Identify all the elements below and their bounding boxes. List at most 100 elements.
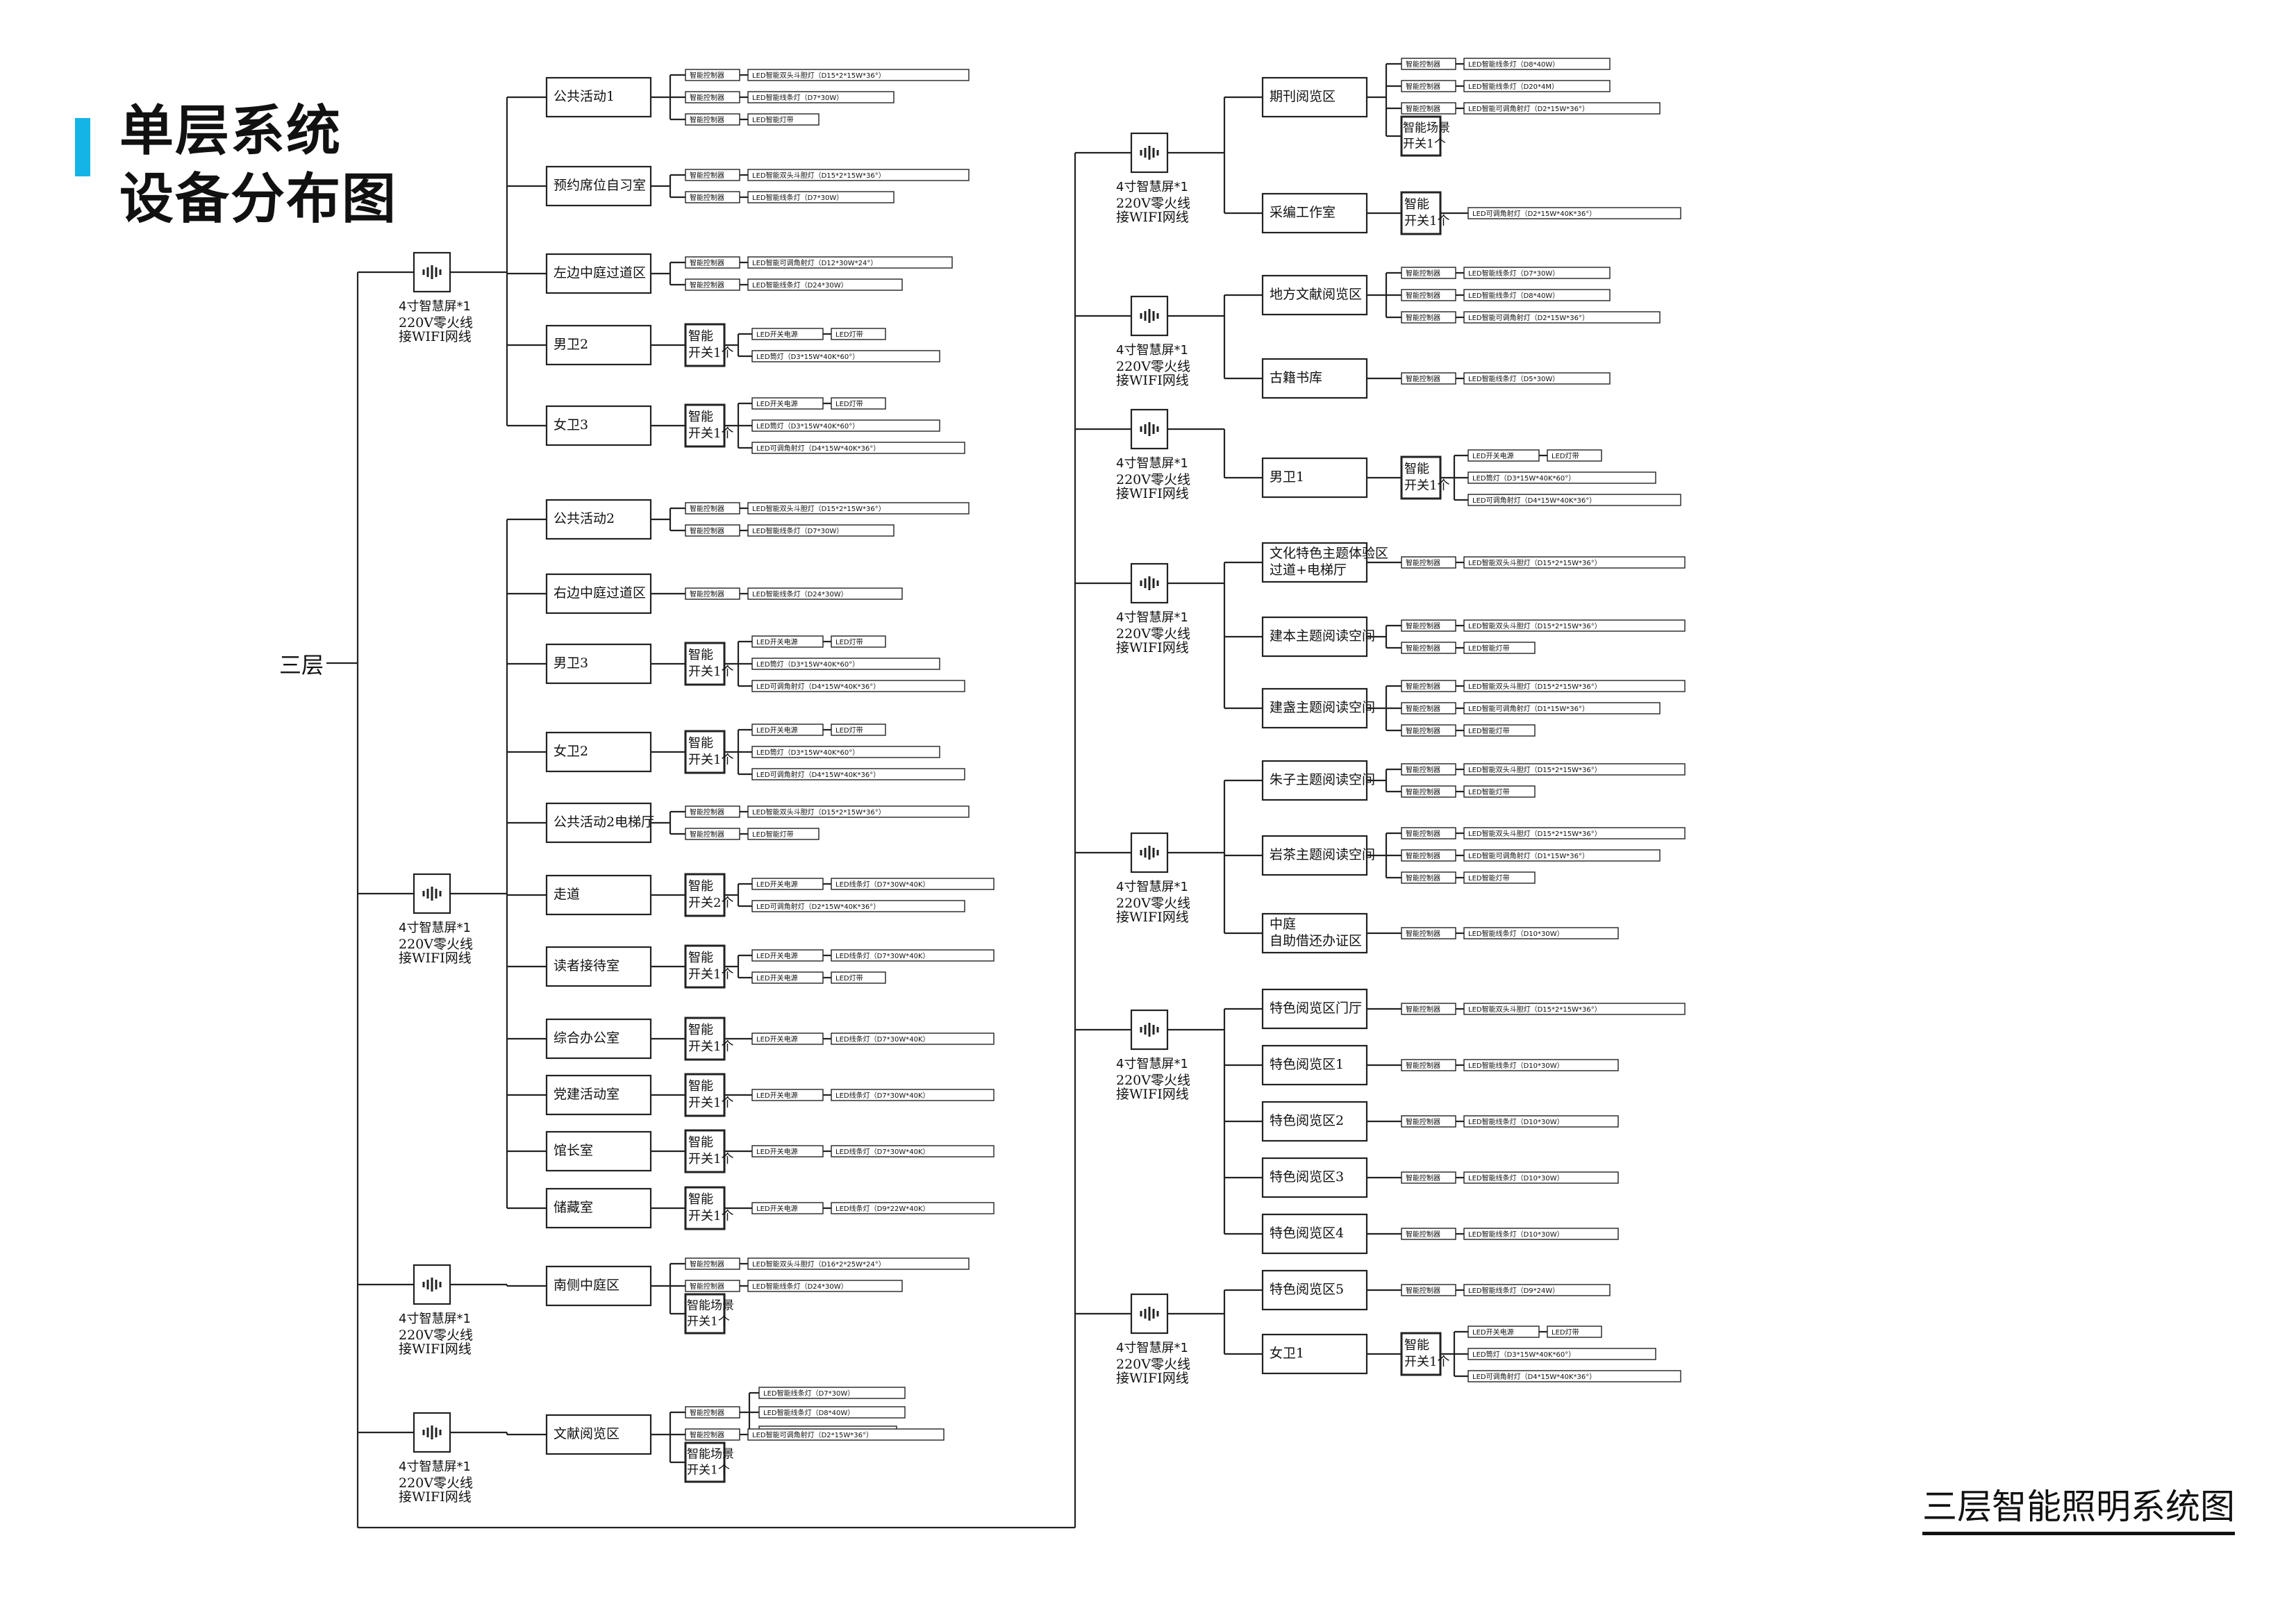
room-right_groups-0-rooms-0-item-1-0-text: 智能控制器 <box>1406 82 1440 91</box>
smart-screen-icon-bar <box>1156 1027 1159 1032</box>
room-right_groups-0-rooms-1-switch-l2: 开关1个 <box>1404 214 1449 228</box>
room-right_groups-0-rooms-0-scene-l1: 智能场景 <box>1403 122 1450 135</box>
room-right_groups-1-rooms-1-item-0-1 <box>1463 372 1611 385</box>
room-left_groups-1-rooms-6-item-1-0-text: LED开关电源 <box>756 973 798 983</box>
room-right_groups-0-rooms-1-item-0-0 <box>1467 207 1681 219</box>
room-right_groups-3-rooms-1 <box>1261 616 1368 658</box>
smart-screen-icon-bar <box>1156 1311 1159 1316</box>
room-right_groups-5-rooms-0-item-0-0-text: 智能控制器 <box>1406 1005 1440 1014</box>
room-right_groups-2-rooms-0-item-1-0-text: LED筒灯（D3*15W*40K*60°） <box>1472 474 1575 483</box>
room-left_groups-1-rooms-2-switch <box>684 642 726 686</box>
room-left_groups-1-rooms-5-switch-l1: 智能 <box>688 879 713 894</box>
room-left_groups-0-rooms-2-item-0-1 <box>747 256 953 269</box>
room-right_groups-6-rooms-0 <box>1261 1269 1368 1311</box>
room-right_groups-0-rooms-1-name: 采编工作室 <box>1270 205 1336 220</box>
room-left_groups-1-rooms-9-item-0-1-text: LED线条灯（D7*30W*40K） <box>835 1147 930 1156</box>
page-title-line1: 单层系统 <box>119 100 342 162</box>
room-right_groups-5-rooms-3-item-0-0-text: 智能控制器 <box>1406 1173 1440 1182</box>
room-right_groups-0-rooms-0-item-2-1 <box>1463 102 1661 115</box>
smart-screen-icon-bar <box>426 1280 429 1289</box>
room-left_groups-1-rooms-6-item-1-1-text: LED灯带 <box>835 974 863 983</box>
room-right_groups-4-rooms-2-item-0-1 <box>1463 927 1619 939</box>
room-left_groups-3-rooms-0 <box>545 1414 652 1455</box>
right_groups-screen-0-power: 220V零火线 <box>1116 196 1190 211</box>
room-left_groups-1-rooms-5-item-1-0 <box>751 900 965 912</box>
left_groups-screen-1-box <box>413 873 451 914</box>
room-left_groups-3-rooms-0-scene-l2: 开关1个 <box>687 1464 730 1478</box>
room-left_groups-0-rooms-2-name: 左边中庭过道区 <box>554 265 646 281</box>
room-right_groups-6-rooms-1 <box>1261 1333 1368 1375</box>
smart-screen-icon-bar <box>422 1430 425 1435</box>
room-left_groups-1-rooms-5-item-1-0-text: LED可调角射灯（D2*15W*40K*36°） <box>756 903 880 911</box>
room-right_groups-2-rooms-0-item-2-0 <box>1467 494 1681 506</box>
room-right_groups-3-rooms-1-item-0-0-text: 智能控制器 <box>1406 621 1440 630</box>
right_groups-screen-3-power: 220V零火线 <box>1116 626 1190 642</box>
room-left_groups-3-rooms-0-item-1-0-text: 智能控制器 <box>690 1430 724 1439</box>
room-left_groups-0-rooms-2-item-1-1 <box>747 278 903 291</box>
room-left_groups-0-rooms-0-item-0-0-text: 智能控制器 <box>690 71 724 80</box>
room-right_groups-4-rooms-2 <box>1261 912 1368 954</box>
room-left_groups-3-rooms-0-item-1-1 <box>747 1428 945 1441</box>
smart-screen-icon-bar <box>422 1282 425 1287</box>
room-left_groups-3-rooms-0-scene-l1: 智能场景 <box>687 1448 734 1462</box>
smart-screen-icon-bar <box>1156 150 1159 156</box>
room-right_groups-4-rooms-2-item-0-0-text: 智能控制器 <box>1406 929 1440 938</box>
left_groups-screen-0-network: 接WIFI网线 <box>399 329 472 344</box>
room-right_groups-4-rooms-1-item-0-1-text: LED智能双头斗胆灯（D15*2*15W*36°） <box>1468 829 1602 838</box>
room-right_groups-5-rooms-0-name: 特色阅览区门厅 <box>1270 1001 1362 1016</box>
room-left_groups-0-rooms-3-switch <box>684 323 726 367</box>
smart-screen-icon-bar <box>1140 1027 1142 1032</box>
room-left_groups-1-rooms-1-name: 右边中庭过道区 <box>554 585 646 601</box>
room-right_groups-5-rooms-4-item-0-1-text: LED智能线条灯（D10*30W） <box>1468 1230 1564 1239</box>
room-left_groups-1-rooms-6-name: 读者接待室 <box>554 958 619 973</box>
smart-screen-icon-bar <box>1140 313 1142 319</box>
room-right_groups-6-rooms-0-name: 特色阅览区5 <box>1270 1282 1344 1297</box>
room-left_groups-0-rooms-4-item-1-0-text: LED筒灯（D3*15W*40K*60°） <box>756 421 859 430</box>
smart-screen-icon-bar <box>1152 848 1155 858</box>
room-left_groups-1-rooms-5-switch-l2: 开关2个 <box>688 896 733 910</box>
room-right_groups-6-rooms-0-item-0-0-text: 智能控制器 <box>1406 1286 1440 1295</box>
room-right_groups-1-rooms-0-item-0-1 <box>1463 267 1611 279</box>
room-left_groups-0-rooms-3-item-0-0-text: LED开关电源 <box>756 330 798 339</box>
room-right_groups-1-rooms-0-item-1-1-text: LED智能线条灯（D8*40W） <box>1468 291 1559 300</box>
room-right_groups-4-rooms-0-item-0-1-text: LED智能双头斗胆灯（D15*2*15W*36°） <box>1468 765 1602 774</box>
room-left_groups-2-rooms-0-item-1-1 <box>747 1280 903 1292</box>
room-left_groups-1-rooms-3-name: 女卫2 <box>554 744 588 759</box>
right_groups-screen-4-network: 接WIFI网线 <box>1116 910 1189 925</box>
room-right_groups-0-rooms-0-name: 期刊阅览区 <box>1270 89 1336 104</box>
room-left_groups-0-rooms-1-item-0-0-text: 智能控制器 <box>690 171 724 180</box>
room-right_groups-3-rooms-1-item-0-1-text: LED智能双头斗胆灯（D15*2*15W*36°） <box>1468 621 1602 630</box>
room-left_groups-2-rooms-0-scene-l1: 智能场景 <box>687 1299 734 1313</box>
room-left_groups-0-rooms-3-name: 男卫2 <box>554 337 588 352</box>
room-left_groups-1-rooms-8-item-0-0-text: LED开关电源 <box>756 1091 798 1100</box>
room-left_groups-0-rooms-4-item-0-1 <box>831 397 886 410</box>
room-right_groups-2-rooms-0-switch-l2: 开关1个 <box>1404 478 1449 493</box>
left_groups-screen-3-network: 接WIFI网线 <box>399 1489 472 1505</box>
room-left_groups-1-rooms-5-item-0-1 <box>831 878 995 890</box>
room-left_groups-1-rooms-7 <box>545 1018 652 1060</box>
room-right_groups-5-rooms-1-name: 特色阅览区1 <box>1270 1057 1344 1072</box>
room-left_groups-1-rooms-1-item-0-0-text: 智能控制器 <box>690 590 724 599</box>
root-node-label: 三层 <box>279 652 324 678</box>
room-right_groups-5-rooms-2-item-0-1 <box>1463 1115 1619 1128</box>
room-left_groups-1-rooms-4-item-1-1 <box>747 828 820 840</box>
smart-screen-icon-bar <box>1156 580 1159 586</box>
room-right_groups-5-rooms-0-item-0-1 <box>1463 1003 1686 1015</box>
smart-screen-icon-bar <box>426 889 429 898</box>
room-right_groups-6-rooms-1-item-0-1-text: LED灯带 <box>1552 1328 1579 1337</box>
room-right_groups-5-rooms-2-item-0-0-text: 智能控制器 <box>1406 1117 1440 1126</box>
room-left_groups-1-rooms-8-switch-l2: 开关1个 <box>688 1096 733 1110</box>
room-left_groups-1-rooms-6-switch-l1: 智能 <box>688 951 713 965</box>
room-right_groups-5-rooms-2-name: 特色阅览区2 <box>1270 1113 1344 1128</box>
smart-screen-icon-bar <box>1148 576 1151 590</box>
room-right_groups-2-rooms-0-name: 男卫1 <box>1270 469 1304 485</box>
room-left_groups-0-rooms-0-item-2-0-text: 智能控制器 <box>690 115 724 124</box>
room-left_groups-2-rooms-0 <box>545 1265 652 1307</box>
room-left_groups-1-rooms-2-item-0-1-text: LED灯带 <box>835 638 863 646</box>
smart-screen-icon-bar <box>1144 424 1147 434</box>
room-right_groups-3-rooms-1-item-1-1-text: LED智能灯带 <box>1468 644 1510 653</box>
room-left_groups-1-rooms-2-switch-l1: 智能 <box>688 648 713 662</box>
room-right_groups-4-rooms-0-item-1-0-text: 智能控制器 <box>1406 787 1440 796</box>
room-left_groups-1-rooms-4-item-1-0-text: 智能控制器 <box>690 830 724 839</box>
room-left_groups-0-rooms-3-item-1-0 <box>751 350 940 362</box>
